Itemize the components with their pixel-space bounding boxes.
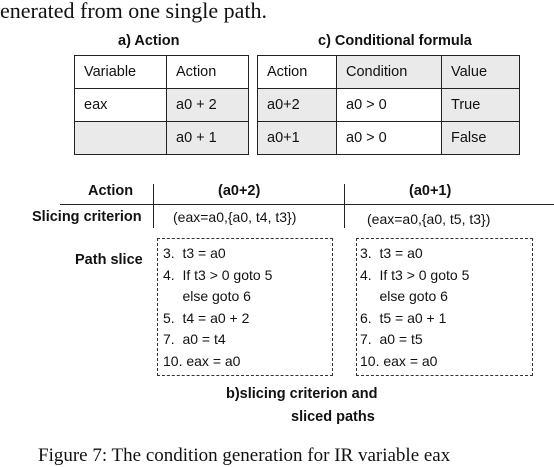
slice-line: 4. If t3 > 0 goto 5: [163, 266, 273, 283]
header-cell: Value: [441, 55, 520, 89]
table-header-row: Variable Action: [74, 55, 249, 89]
table-cell: a0 > 0: [336, 88, 442, 122]
slice-line: 7. a0 = t4: [163, 331, 226, 347]
path-slice-label: Path slice: [75, 252, 143, 268]
col1-slice-box: [157, 238, 333, 376]
table-c-caption: c) Conditional formula: [318, 33, 472, 49]
slice-line: 4. If t3 > 0 goto 5: [360, 266, 470, 283]
table-cell: a0+1: [257, 121, 337, 155]
col2-criterion: (eax=a0,{a0, t5, t3}): [367, 211, 491, 227]
column-divider: [153, 184, 154, 228]
table-cell: True: [441, 88, 520, 122]
table-cell: [74, 121, 167, 155]
col2-slice-box: [356, 238, 533, 376]
table-header-row: Action Condition Value: [257, 55, 520, 89]
slice-line: 3. t3 = a0: [360, 245, 423, 261]
table-row: a0+1 a0 > 0 False: [257, 121, 520, 155]
slice-line: 3. t3 = a0: [163, 245, 226, 261]
header-cell: Action: [166, 55, 249, 89]
table-cell: a0 > 0: [336, 121, 442, 155]
panel-b-caption-1: b)slicing criterion and: [226, 386, 378, 402]
table-cell: eax: [74, 88, 167, 122]
action-table: Variable Action eax a0 + 2 a0 + 1: [74, 55, 249, 155]
table-cell: False: [441, 121, 520, 155]
header-divider: [60, 204, 554, 205]
panel-b-caption-2: sliced paths: [291, 409, 375, 425]
figure-caption: Figure 7: The condition generation for I…: [38, 445, 451, 466]
table-a-caption: a) Action: [118, 33, 180, 49]
column-divider: [344, 184, 345, 228]
slice-line: else goto 6: [163, 288, 251, 304]
body-text-fragment: enerated from one single path.: [0, 0, 267, 23]
table-cell: a0 + 1: [166, 121, 249, 155]
action-label: Action: [88, 183, 134, 199]
col2-action: (a0+1): [409, 183, 452, 199]
conditional-formula-table: Action Condition Value a0+2 a0 > 0 True …: [257, 55, 520, 155]
slice-line: 5. t4 = a0 + 2: [163, 309, 250, 326]
slice-line: 10. eax = a0: [360, 352, 438, 369]
header-cell: Action: [257, 55, 337, 89]
slice-line: 10. eax = a0: [163, 352, 241, 369]
col1-action: (a0+2): [218, 183, 261, 199]
table-row: a0+2 a0 > 0 True: [257, 88, 520, 122]
col1-criterion: (eax=a0,{a0, t4, t3}): [173, 209, 297, 225]
table-cell: a0+2: [257, 88, 337, 122]
table-row: a0 + 1: [74, 121, 249, 155]
slicing-criterion-label: Slicing criterion: [32, 209, 142, 225]
header-cell: Condition: [336, 55, 442, 89]
slice-line: else goto 6: [360, 288, 448, 304]
slice-line: 7. a0 = t5: [360, 331, 423, 347]
header-cell: Variable: [74, 55, 167, 89]
table-row: eax a0 + 2: [74, 88, 249, 122]
slice-line: 6. t5 = a0 + 1: [360, 309, 447, 326]
table-cell: a0 + 2: [166, 88, 249, 122]
